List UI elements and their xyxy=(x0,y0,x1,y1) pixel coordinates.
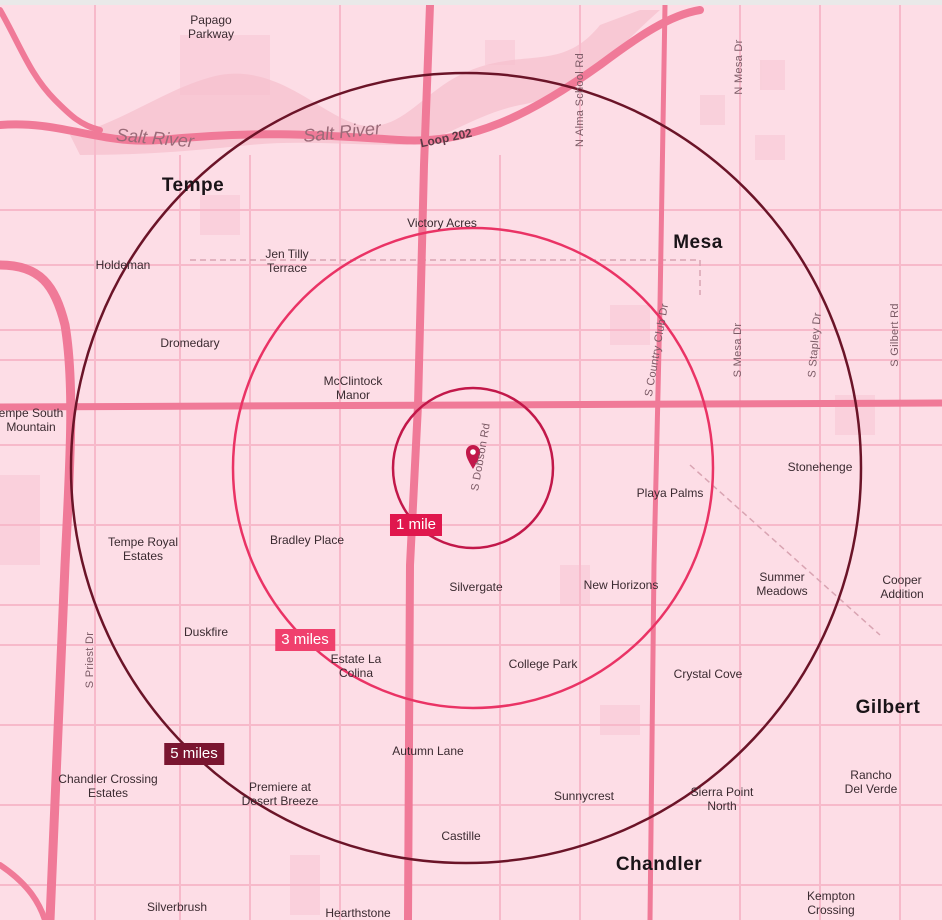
place-label: Silverbrush xyxy=(146,900,208,914)
loop-202-highway xyxy=(0,6,704,145)
major-road-east-west xyxy=(0,399,942,411)
rail-line xyxy=(689,464,881,636)
major-road-north-south xyxy=(404,5,434,920)
city-label: Tempe xyxy=(161,175,225,196)
place-label: Playa Palms xyxy=(636,486,704,500)
street-label: S Priest Dr xyxy=(84,631,96,689)
highway-northwest xyxy=(0,7,103,133)
river-label: Salt River xyxy=(115,124,195,152)
map-parcel xyxy=(0,475,40,565)
ring-label-1-mile: 1 mile xyxy=(389,514,443,536)
place-label: Estate La Colina xyxy=(330,652,382,680)
map-parcel xyxy=(560,565,590,605)
street-label: S Gilbert Rd xyxy=(889,303,901,367)
place-label: Dromedary xyxy=(160,336,220,350)
place-label: Autumn Lane xyxy=(392,744,464,758)
ring-3-miles xyxy=(231,226,715,710)
city-label: Gilbert xyxy=(855,697,921,718)
street-label: N Mesa Dr xyxy=(733,39,745,95)
location-pin-icon[interactable] xyxy=(466,445,480,469)
major-roads xyxy=(0,5,942,920)
highway-ramp xyxy=(0,862,48,920)
place-label: Sunnycrest xyxy=(553,789,615,803)
place-label: Crystal Cove xyxy=(673,667,743,681)
map-parcel xyxy=(600,705,640,735)
place-label: Stonehenge xyxy=(787,460,853,474)
major-road-country-club xyxy=(647,5,668,920)
place-label: Jen Tilly Terrace xyxy=(265,247,309,275)
place-label: Holdeman xyxy=(95,258,151,272)
place-label: Victory Acres xyxy=(407,216,477,230)
place-label: Papago Parkway xyxy=(187,13,235,41)
radius-rings xyxy=(69,71,863,865)
place-label: Duskfire xyxy=(183,625,229,639)
street-label: N Alma School Rd xyxy=(574,52,586,148)
rail-line xyxy=(190,259,701,295)
place-label: Premiere at Desert Breeze xyxy=(241,780,319,808)
highway-west xyxy=(0,260,76,920)
place-label: Tempe Royal Estates xyxy=(107,535,179,563)
minor-roads xyxy=(0,5,942,920)
place-label: Kempton Crossing xyxy=(806,889,856,917)
ring-label-5-miles: 5 miles xyxy=(164,743,224,765)
place-label: Summer Meadows xyxy=(756,570,808,598)
place-label: Sierra Point North xyxy=(690,785,754,813)
place-label: Bradley Place xyxy=(269,533,345,547)
map-parcel xyxy=(760,60,785,90)
place-label: empe South Mountain xyxy=(0,406,64,434)
place-label: Castille xyxy=(441,829,481,843)
map-parcel xyxy=(700,95,725,125)
place-label: Rancho Del Verde xyxy=(844,768,898,796)
place-label: New Horizons xyxy=(583,578,659,592)
place-label: McClintock Manor xyxy=(323,374,383,402)
map-parcel xyxy=(200,195,240,235)
place-label: College Park xyxy=(508,657,578,671)
city-label: Mesa xyxy=(673,232,723,253)
place-label: Cooper Addition xyxy=(880,573,924,601)
place-label: Silvergate xyxy=(449,580,503,594)
salt-river-bed xyxy=(70,10,660,155)
map-parcel xyxy=(610,305,650,345)
map-parcel xyxy=(755,135,785,160)
ring-1-mile xyxy=(391,386,555,550)
ring-5-miles xyxy=(69,71,863,865)
place-label: Hearthstone xyxy=(325,906,391,920)
city-label: Chandler xyxy=(615,854,703,875)
ring-label-3-miles: 3 miles xyxy=(275,629,335,651)
map-canvas[interactable] xyxy=(0,5,942,920)
place-label: Chandler Crossing Estates xyxy=(58,772,158,800)
street-label: S Mesa Dr xyxy=(732,322,744,378)
